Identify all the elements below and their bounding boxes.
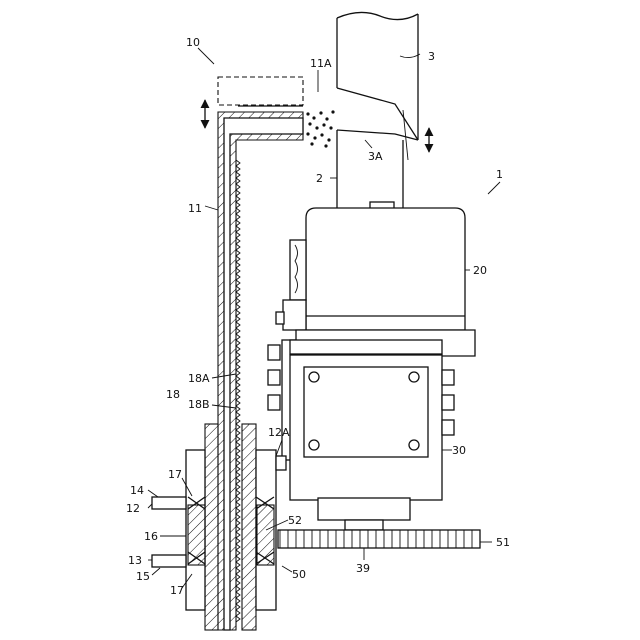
label-15: 15: [136, 570, 150, 583]
label-3A: 3A: [368, 150, 383, 163]
particles: [306, 110, 334, 147]
arm-head-raised-position: [218, 77, 303, 105]
label-1: 1: [496, 168, 503, 181]
label-51: 51: [496, 536, 510, 549]
label-11A: 11A: [310, 57, 332, 70]
label-18A: 18A: [188, 372, 210, 385]
gearbox-30: [268, 345, 454, 530]
label-11: 11: [188, 202, 202, 215]
label-30: 30: [452, 444, 466, 457]
label-3: 3: [428, 50, 435, 63]
label-17-bottom: 17: [170, 584, 184, 597]
label-12A: 12A: [268, 426, 290, 439]
label-13: 13: [128, 554, 142, 567]
label-20: 20: [473, 264, 487, 277]
label-18: 18: [166, 388, 180, 401]
label-16: 16: [144, 530, 158, 543]
label-39: 39: [356, 562, 370, 575]
tube-3: [337, 12, 418, 160]
label-12: 12: [126, 502, 140, 515]
label-50: 50: [292, 568, 306, 581]
rack-18A: [236, 160, 240, 622]
label-18B: 18B: [188, 398, 210, 411]
label-14: 14: [130, 484, 144, 497]
rack-51: [278, 530, 480, 548]
label-17-top: 17: [168, 468, 182, 481]
pipe-2: [337, 130, 403, 210]
label-10: 10: [186, 36, 200, 49]
label-52: 52: [288, 514, 302, 527]
label-2: 2: [316, 172, 323, 185]
